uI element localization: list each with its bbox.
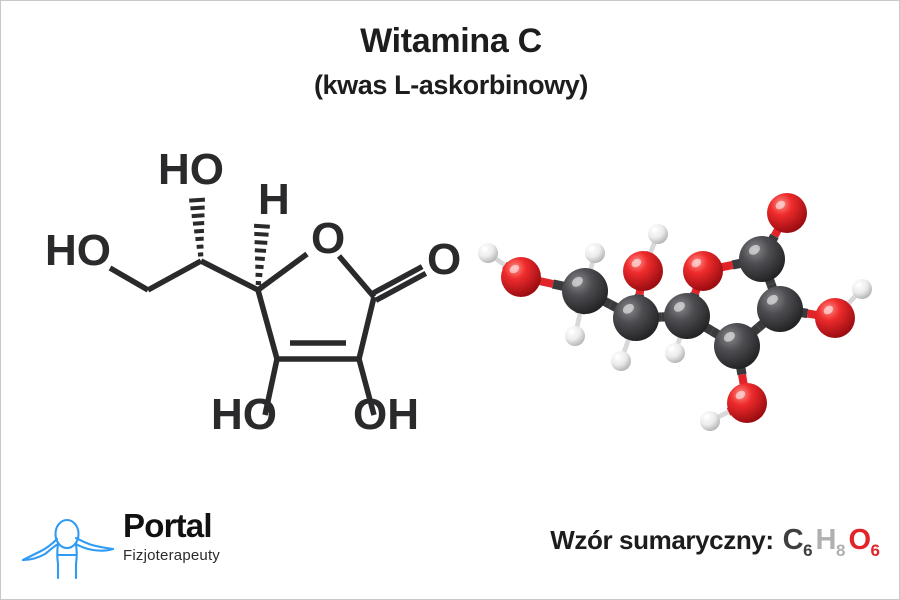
page-title: Witamina C [360,22,542,60]
stick-figure-icon [21,518,115,580]
formula-symbol-C: C [782,524,804,556]
atom-o6 [501,257,541,297]
bond-c4-oring [256,251,309,293]
atom-h-o2 [852,279,872,299]
ball-and-stick-svg [478,193,872,431]
bond-c5-o5-hash [189,197,206,257]
ball-and-stick-model [475,181,891,457]
atom-h-o5 [648,224,668,244]
atom-c2 [757,286,803,332]
logo-wordmark: Portal [123,507,213,544]
formula-symbol-O: O [848,524,871,556]
skeletal-label-h-stereo: H [258,175,290,224]
atom-h-c5 [611,351,631,371]
bond-c2-c3 [277,340,359,362]
atom-c3 [714,323,760,369]
skeletal-label-ho-enol-left: HO [211,390,277,439]
atom-o1ring [683,251,723,291]
bond-c2-o2 [356,358,377,416]
atom-o5 [623,251,663,291]
logo-text-block: Portal Fizjoterapeuty [123,509,293,563]
bond-oring-c1 [336,254,377,299]
skeletal-label-carbonyl-oxygen: O [427,235,461,284]
atom-o2 [815,298,855,338]
atom-c1 [739,236,785,282]
skeletal-label-ho-stereo: HO [158,145,224,194]
skeletal-label-ring-oxygen: O [311,214,345,263]
atom-o1 [767,193,807,233]
formula-label: Wzór sumaryczny: [550,525,774,555]
formula-subscript-C: 6 [803,541,813,560]
atom-h-c4 [665,343,685,363]
atom-h-o3 [700,411,720,431]
logo-tagline: Fizjoterapeuty [123,547,221,564]
bond-c1-c2 [356,296,377,360]
model-atom-group [478,193,872,431]
atom-h-c6b [565,326,585,346]
title-block: Witamina C (kwas L-askorbinowy) [1,22,899,101]
figure-icon [19,507,115,584]
portal-logo[interactable]: Portal Fizjoterapeuty [19,501,289,587]
bond-c3-o3 [262,358,280,416]
skeletal-label-oh-enol-right: OH [353,390,419,439]
atom-h-c6a [585,243,605,263]
bond-c4-h-hash [253,223,270,286]
atom-c6 [562,268,608,314]
formula-subscript-O: 6 [870,541,880,560]
bond-c1-o1 [370,264,428,303]
bond-c5-c4 [199,258,260,293]
bond-c3-c4 [255,289,280,360]
atom-c5 [613,295,659,341]
skeletal-label-ho-terminal: HO [45,226,111,275]
formula-subscript-H: 8 [836,541,846,560]
bond-c6-o6 [108,265,150,293]
atom-c4 [664,293,710,339]
skeletal-bond-group [108,197,428,416]
atom-h-o6 [478,243,498,263]
bond-c6-c5 [146,258,203,293]
page-subtitle: (kwas L-askorbinowy) [313,70,589,101]
formula-symbol-H: H [815,524,837,556]
atom-o3 [727,383,767,423]
